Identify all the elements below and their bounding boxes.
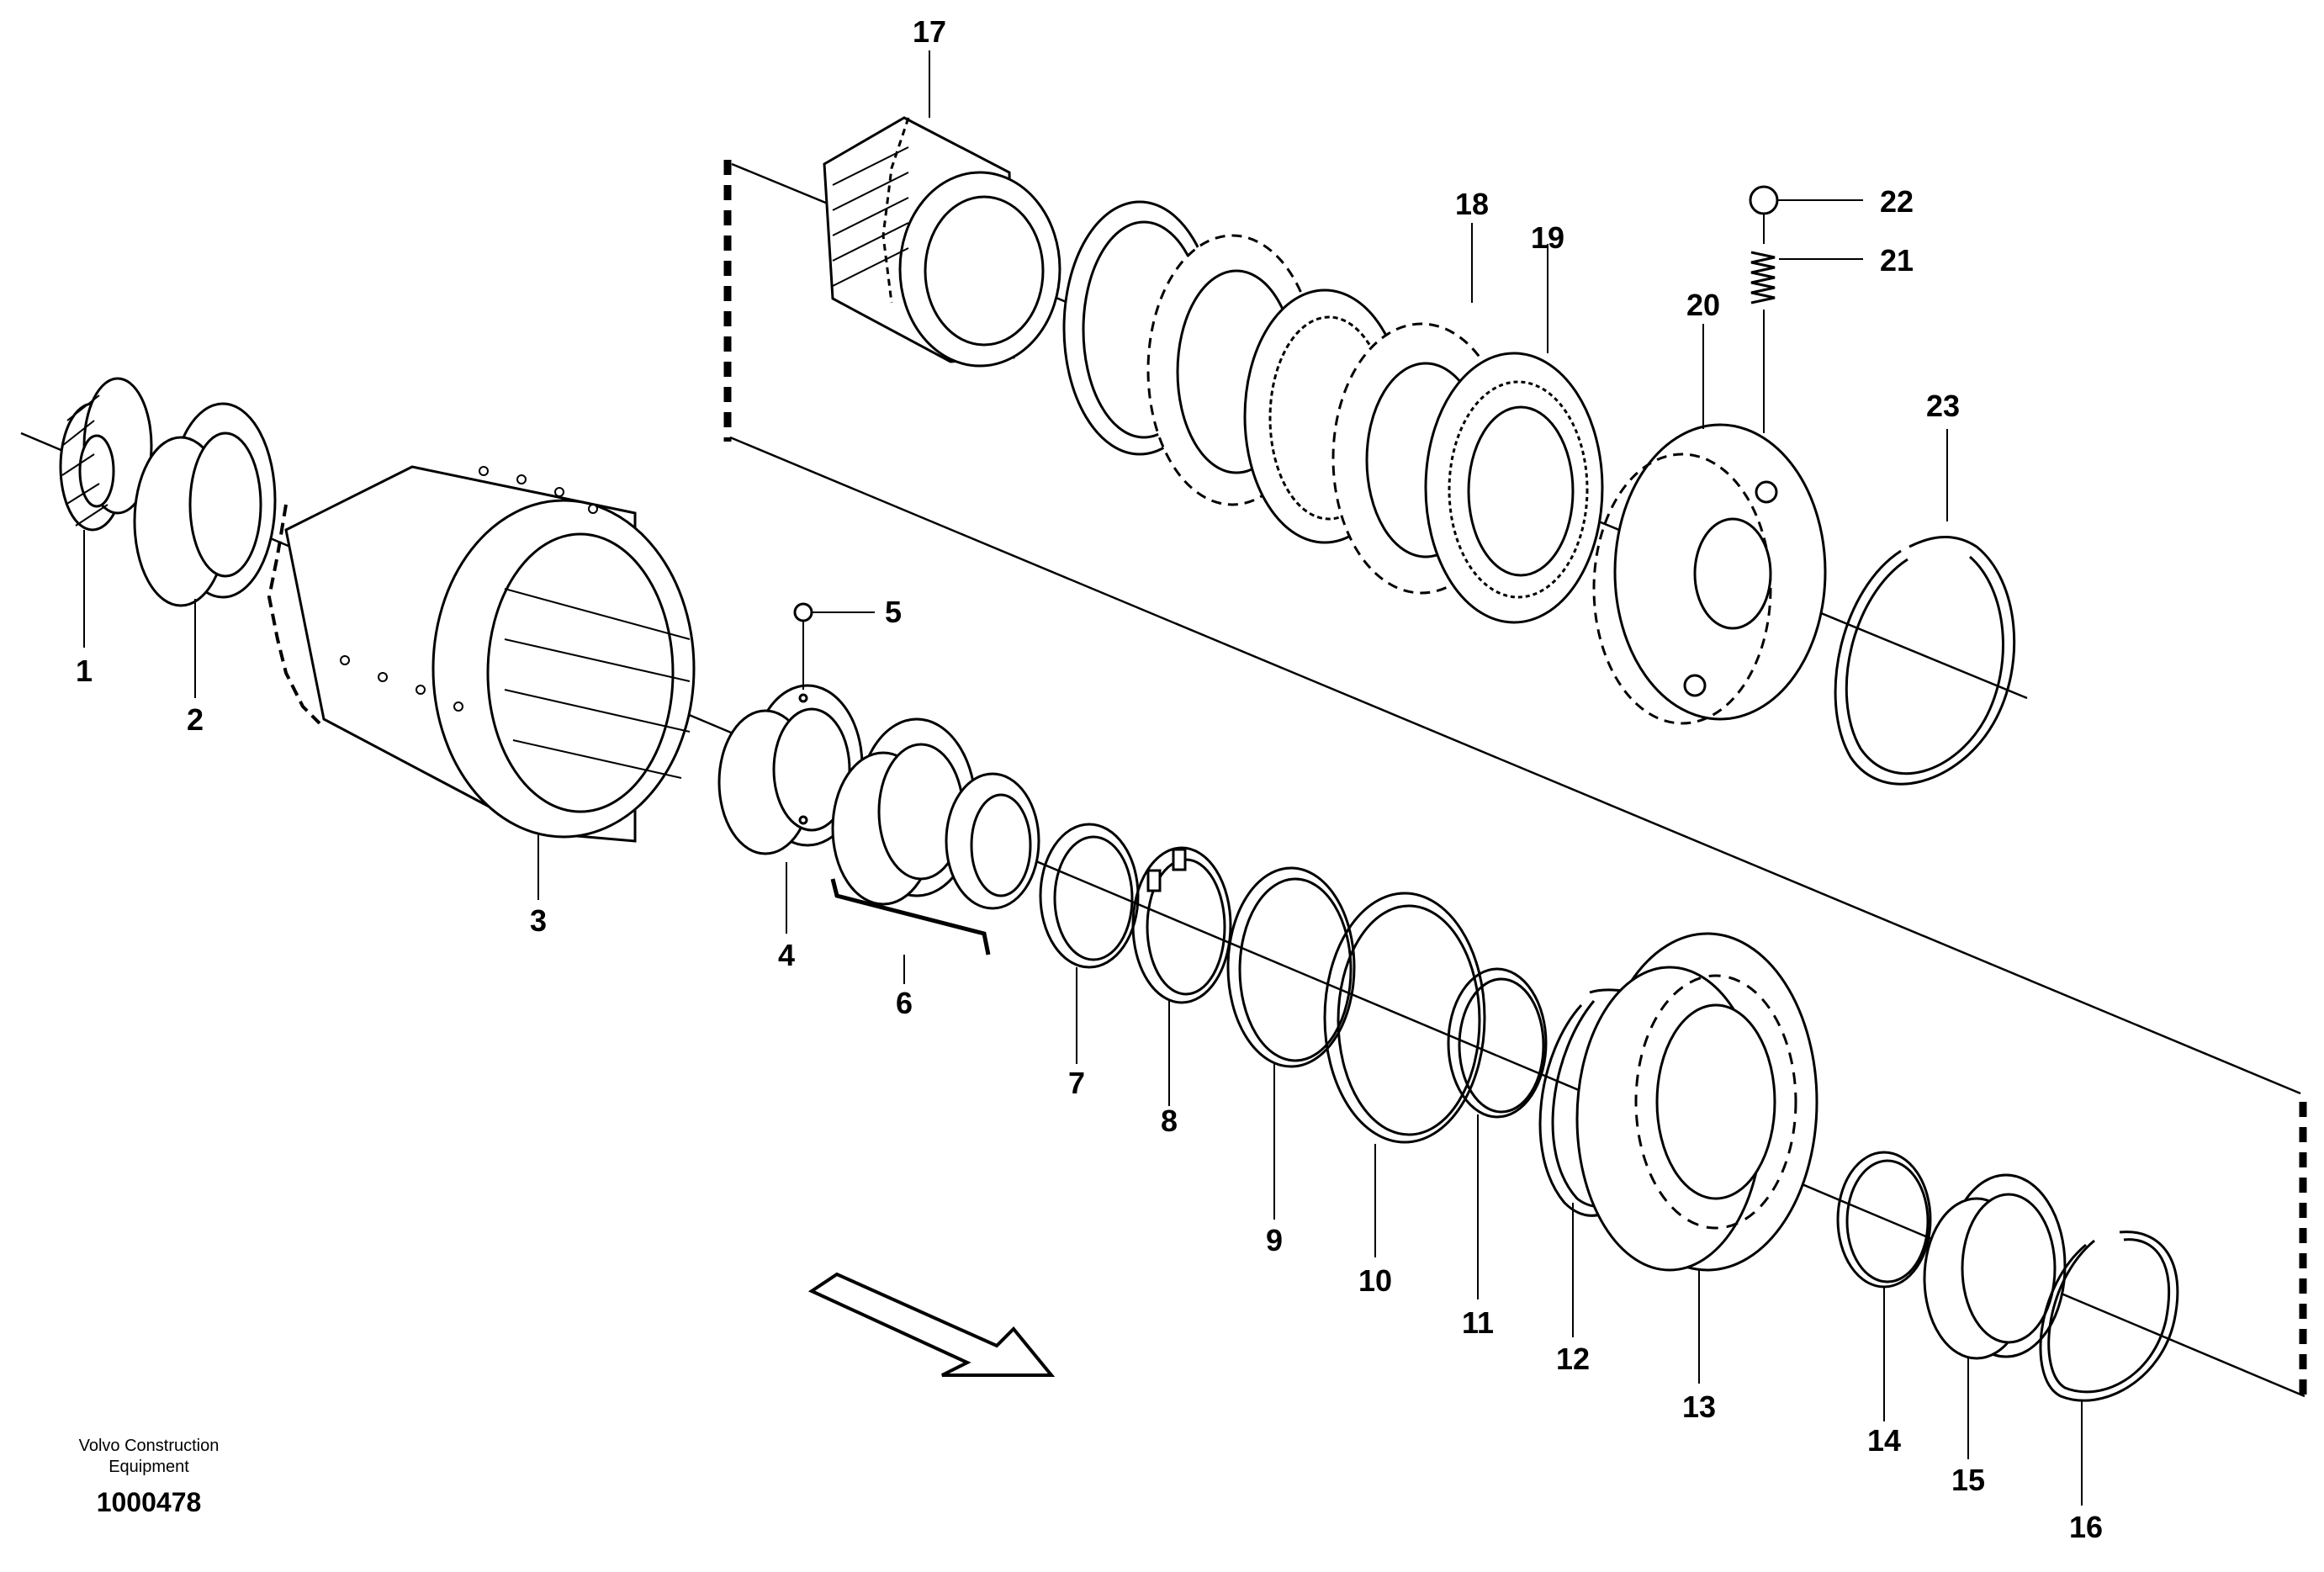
callout-8: 8 bbox=[1161, 1104, 1178, 1138]
part-20-gear bbox=[1592, 423, 1827, 725]
hollow-arrow-icon bbox=[807, 1272, 1056, 1377]
callout-6: 6 bbox=[896, 986, 913, 1020]
callout-4: 4 bbox=[778, 938, 795, 972]
part-21-spring bbox=[1750, 251, 1863, 433]
publisher-name-line-2: Equipment bbox=[109, 1458, 189, 1476]
callout-23: 23 bbox=[1926, 389, 1960, 423]
callout-5: 5 bbox=[885, 595, 902, 629]
leader-lines bbox=[83, 50, 2083, 1506]
callout-10: 10 bbox=[1358, 1263, 1392, 1298]
part-9-seal-ring bbox=[1226, 866, 1356, 1068]
part-10-seal-ring bbox=[1323, 892, 1486, 1144]
part-22-ball bbox=[1749, 185, 1863, 244]
figure-number: 1000478 bbox=[97, 1487, 202, 1517]
callout-15: 15 bbox=[1951, 1463, 1985, 1497]
callout-11: 11 bbox=[1462, 1305, 1494, 1340]
callout-22: 22 bbox=[1880, 184, 1914, 219]
part-19-friction-plate bbox=[1424, 352, 1604, 624]
part-23-snap-ring bbox=[1834, 429, 2016, 786]
part-4-sleeve bbox=[717, 684, 864, 855]
callout-21: 21 bbox=[1880, 243, 1914, 278]
callout-19: 19 bbox=[1531, 220, 1564, 255]
callout-13: 13 bbox=[1682, 1389, 1716, 1424]
callout-16: 16 bbox=[2069, 1510, 2103, 1544]
part-13-gear bbox=[1575, 932, 1818, 1272]
callout-7: 7 bbox=[1068, 1066, 1085, 1100]
publisher-name-line-1: Volvo Construction bbox=[79, 1437, 220, 1455]
callout-14: 14 bbox=[1867, 1423, 1901, 1458]
part-17-spline-hub bbox=[823, 116, 1061, 368]
callout-3: 3 bbox=[530, 903, 547, 938]
callout-9: 9 bbox=[1266, 1223, 1283, 1257]
part-1-roller-bearing bbox=[59, 377, 153, 532]
part-2-bearing-ring bbox=[133, 402, 277, 607]
callout-labels: 1 2 3 4 5 6 7 8 9 10 11 12 13 14 15 16 1… bbox=[76, 14, 2103, 1544]
part-7-retaining-ring bbox=[1039, 823, 1140, 969]
callout-12: 12 bbox=[1556, 1342, 1590, 1376]
publisher-footer: Volvo Construction Equipment 1000478 bbox=[79, 1437, 220, 1517]
callout-1: 1 bbox=[76, 654, 93, 688]
part-8-snap-ring bbox=[1131, 846, 1232, 1004]
callout-20: 20 bbox=[1686, 288, 1720, 322]
callout-18: 18 bbox=[1455, 187, 1489, 221]
part-16-circlip bbox=[2039, 1231, 2179, 1402]
part-11-ring bbox=[1447, 967, 1548, 1119]
part-3-clutch-drum bbox=[267, 465, 696, 843]
callout-17: 17 bbox=[913, 14, 946, 49]
callout-2: 2 bbox=[187, 702, 204, 737]
part-6-bearing-assembly bbox=[830, 717, 1040, 955]
part-15-bushing bbox=[1923, 1173, 2067, 1360]
assembly-frame bbox=[723, 160, 2307, 1396]
part-5-ball bbox=[793, 602, 875, 690]
